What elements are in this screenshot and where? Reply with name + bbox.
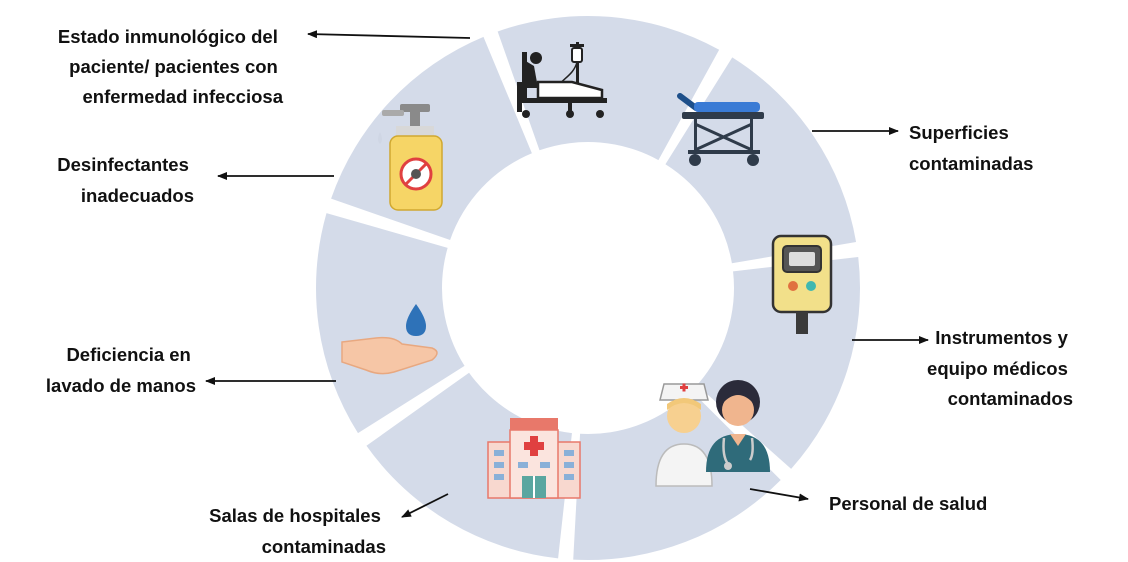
label-line: lavado de manos xyxy=(46,375,196,396)
label-wards: Salas de hospitales contaminadas xyxy=(209,505,386,557)
label-line: contaminados xyxy=(948,388,1073,409)
arrows xyxy=(205,30,929,518)
hospital-bed-patient-icon xyxy=(517,42,607,118)
nurse-and-doctor-icon xyxy=(655,380,770,487)
label-staff: Personal de salud xyxy=(829,493,987,514)
label-line: Instrumentos y xyxy=(935,327,1068,348)
label-line: equipo médicos xyxy=(927,358,1068,379)
ring-segment-patient xyxy=(497,16,720,161)
label-patient: Estado inmunológico del paciente/ pacien… xyxy=(58,26,284,107)
label-line: Salas de hospitales xyxy=(209,505,381,526)
label-line: contaminadas xyxy=(262,536,386,557)
arrow-staff xyxy=(749,488,809,502)
label-line: enfermedad infecciosa xyxy=(83,86,284,107)
label-line: Deficiencia en xyxy=(66,344,190,365)
label-line: Desinfectantes xyxy=(57,154,189,175)
arrow-wards xyxy=(401,493,449,518)
label-line: Superficies xyxy=(909,122,1009,143)
glucometer-icon xyxy=(771,234,833,334)
stretcher-icon xyxy=(677,93,764,166)
label-line: Personal de salud xyxy=(829,493,987,514)
label-disinfectants: Desinfectantes inadecuados xyxy=(57,154,194,206)
hand-water-drop-icon xyxy=(341,304,438,375)
disinfectant-bottle-icon xyxy=(378,104,443,211)
label-instruments: Instrumentos y equipo médicos contaminad… xyxy=(927,327,1073,409)
hospital-building-icon xyxy=(487,418,581,499)
arrow-patient xyxy=(307,30,471,39)
label-handwash: Deficiencia en lavado de manos xyxy=(46,344,196,396)
label-line: Estado inmunológico del xyxy=(58,26,278,47)
label-surfaces: Superficies contaminadas xyxy=(909,122,1033,174)
ring-segment-handwash xyxy=(315,213,465,434)
label-line: contaminadas xyxy=(909,153,1033,174)
label-line: paciente/ pacientes con xyxy=(69,56,278,77)
label-line: inadecuados xyxy=(81,185,194,206)
